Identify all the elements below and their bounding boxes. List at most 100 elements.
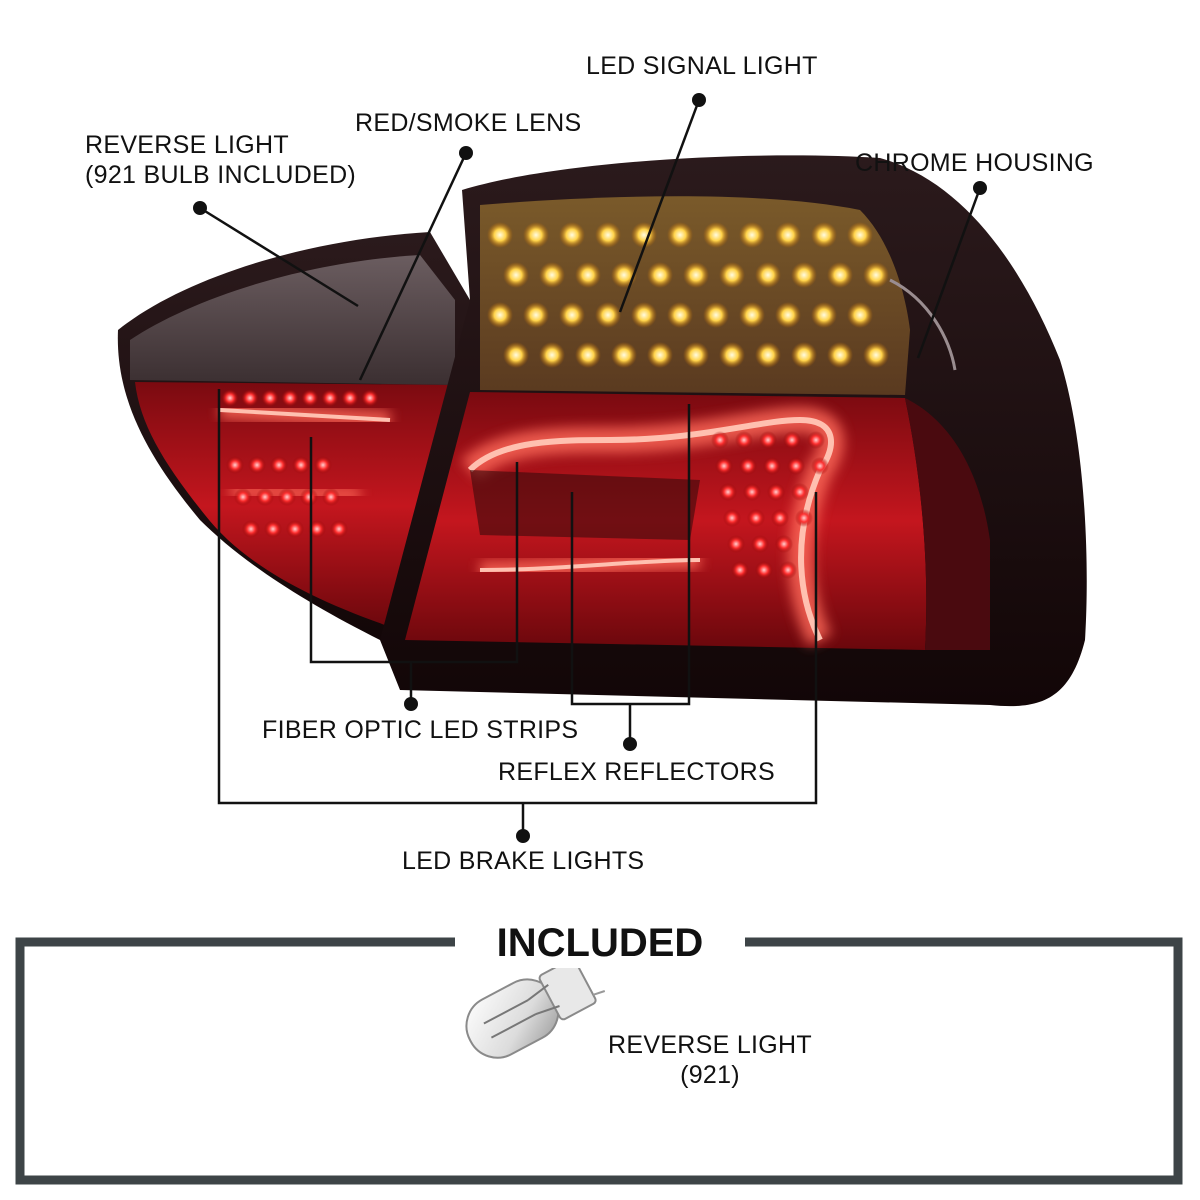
signal-led bbox=[595, 222, 621, 248]
brake-led bbox=[795, 509, 813, 527]
included-item-label: REVERSE LIGHT (921) bbox=[600, 1030, 820, 1090]
brake-led bbox=[755, 561, 773, 579]
signal-led bbox=[811, 222, 837, 248]
signal-led bbox=[667, 222, 693, 248]
signal-led bbox=[755, 262, 781, 288]
brake-led bbox=[256, 488, 274, 506]
brake-led bbox=[775, 535, 793, 553]
reverse-light-callout: REVERSE LIGHT (921 BULB INCLUDED) bbox=[85, 130, 356, 190]
chrome-trim bbox=[889, 278, 957, 371]
brake-led bbox=[264, 520, 282, 538]
red-smoke-lens-leader bbox=[358, 152, 468, 381]
chrome-housing-label: CHROME HOUSING bbox=[855, 149, 1094, 177]
reflex-reflector-area bbox=[470, 470, 700, 540]
signal-led bbox=[647, 262, 673, 288]
signal-led bbox=[559, 302, 585, 328]
reverse-light-dot bbox=[193, 201, 207, 215]
signal-led bbox=[703, 302, 729, 328]
outer-lamp-smoke-section bbox=[130, 255, 455, 385]
signal-led bbox=[595, 302, 621, 328]
brake-led bbox=[314, 456, 332, 474]
signal-led bbox=[827, 262, 853, 288]
bulb-921-image bbox=[465, 954, 606, 1059]
reverse-light-leader bbox=[199, 206, 359, 308]
signal-led bbox=[719, 342, 745, 368]
fiber-optic-bracket bbox=[309, 437, 519, 664]
included-frame bbox=[15, 937, 1183, 1185]
signal-led-group bbox=[487, 222, 889, 368]
included-title: INCLUDED bbox=[455, 918, 745, 968]
brake-led bbox=[292, 456, 310, 474]
signal-led bbox=[503, 342, 529, 368]
brake-lights-bracket bbox=[217, 389, 818, 805]
callout-dots bbox=[193, 93, 987, 843]
fiber-optic-led-strips-label: FIBER OPTIC LED STRIPS bbox=[262, 716, 579, 744]
signal-led bbox=[863, 262, 889, 288]
signal-led bbox=[719, 262, 745, 288]
brake-led-group bbox=[221, 389, 829, 579]
signal-led bbox=[775, 302, 801, 328]
signal-led bbox=[791, 342, 817, 368]
brake-led bbox=[300, 488, 318, 506]
brake-led bbox=[747, 509, 765, 527]
reverse-light-label-line1: REVERSE LIGHT bbox=[85, 131, 289, 159]
brake-led bbox=[341, 389, 359, 407]
chrome-housing-section bbox=[905, 398, 990, 650]
signal-light-dot bbox=[692, 93, 706, 107]
signal-led bbox=[863, 342, 889, 368]
brake-led bbox=[811, 457, 829, 475]
signal-led bbox=[611, 342, 637, 368]
brake-led bbox=[322, 488, 340, 506]
brake-led bbox=[719, 483, 737, 501]
signal-led bbox=[847, 222, 873, 248]
signal-led bbox=[791, 262, 817, 288]
brake-led bbox=[270, 456, 288, 474]
brake-led bbox=[791, 483, 809, 501]
signal-led bbox=[683, 342, 709, 368]
signal-led bbox=[631, 302, 657, 328]
signal-led bbox=[503, 262, 529, 288]
brake-led bbox=[286, 520, 304, 538]
signal-led bbox=[827, 342, 853, 368]
brake-led bbox=[759, 431, 777, 449]
brake-led bbox=[715, 457, 733, 475]
signal-led bbox=[523, 302, 549, 328]
signal-led bbox=[559, 222, 585, 248]
led-signal-light-label: LED SIGNAL LIGHT bbox=[586, 52, 818, 80]
signal-led bbox=[847, 302, 873, 328]
brake-led bbox=[241, 389, 259, 407]
brake-led bbox=[278, 488, 296, 506]
fiber-strip-outer bbox=[219, 408, 391, 422]
signal-led bbox=[811, 302, 837, 328]
signal-led bbox=[487, 222, 513, 248]
brake-led bbox=[261, 389, 279, 407]
brake-led bbox=[226, 456, 244, 474]
brake-led bbox=[779, 561, 797, 579]
brake-lights-dot bbox=[516, 829, 530, 843]
brake-led bbox=[361, 389, 379, 407]
brake-led bbox=[234, 488, 252, 506]
included-item-line2: (921) bbox=[680, 1061, 740, 1089]
brake-led bbox=[321, 389, 339, 407]
brake-led bbox=[783, 431, 801, 449]
fiber-optic-dot bbox=[404, 697, 418, 711]
brake-led bbox=[771, 509, 789, 527]
signal-led bbox=[703, 222, 729, 248]
brake-led bbox=[739, 457, 757, 475]
brake-led bbox=[751, 535, 769, 553]
brake-led bbox=[711, 431, 729, 449]
included-item-line1: REVERSE LIGHT bbox=[608, 1031, 812, 1059]
brake-led bbox=[242, 520, 260, 538]
brake-led bbox=[221, 389, 239, 407]
chrome-housing-leader bbox=[916, 187, 982, 359]
chrome-housing-dot bbox=[973, 181, 987, 195]
signal-led bbox=[667, 302, 693, 328]
outer-lamp-red-lens bbox=[135, 382, 455, 630]
signal-led bbox=[683, 262, 709, 288]
brake-led bbox=[735, 431, 753, 449]
brake-led bbox=[731, 561, 749, 579]
signal-led bbox=[487, 302, 513, 328]
brake-led bbox=[248, 456, 266, 474]
bulb-filament bbox=[483, 984, 560, 1039]
